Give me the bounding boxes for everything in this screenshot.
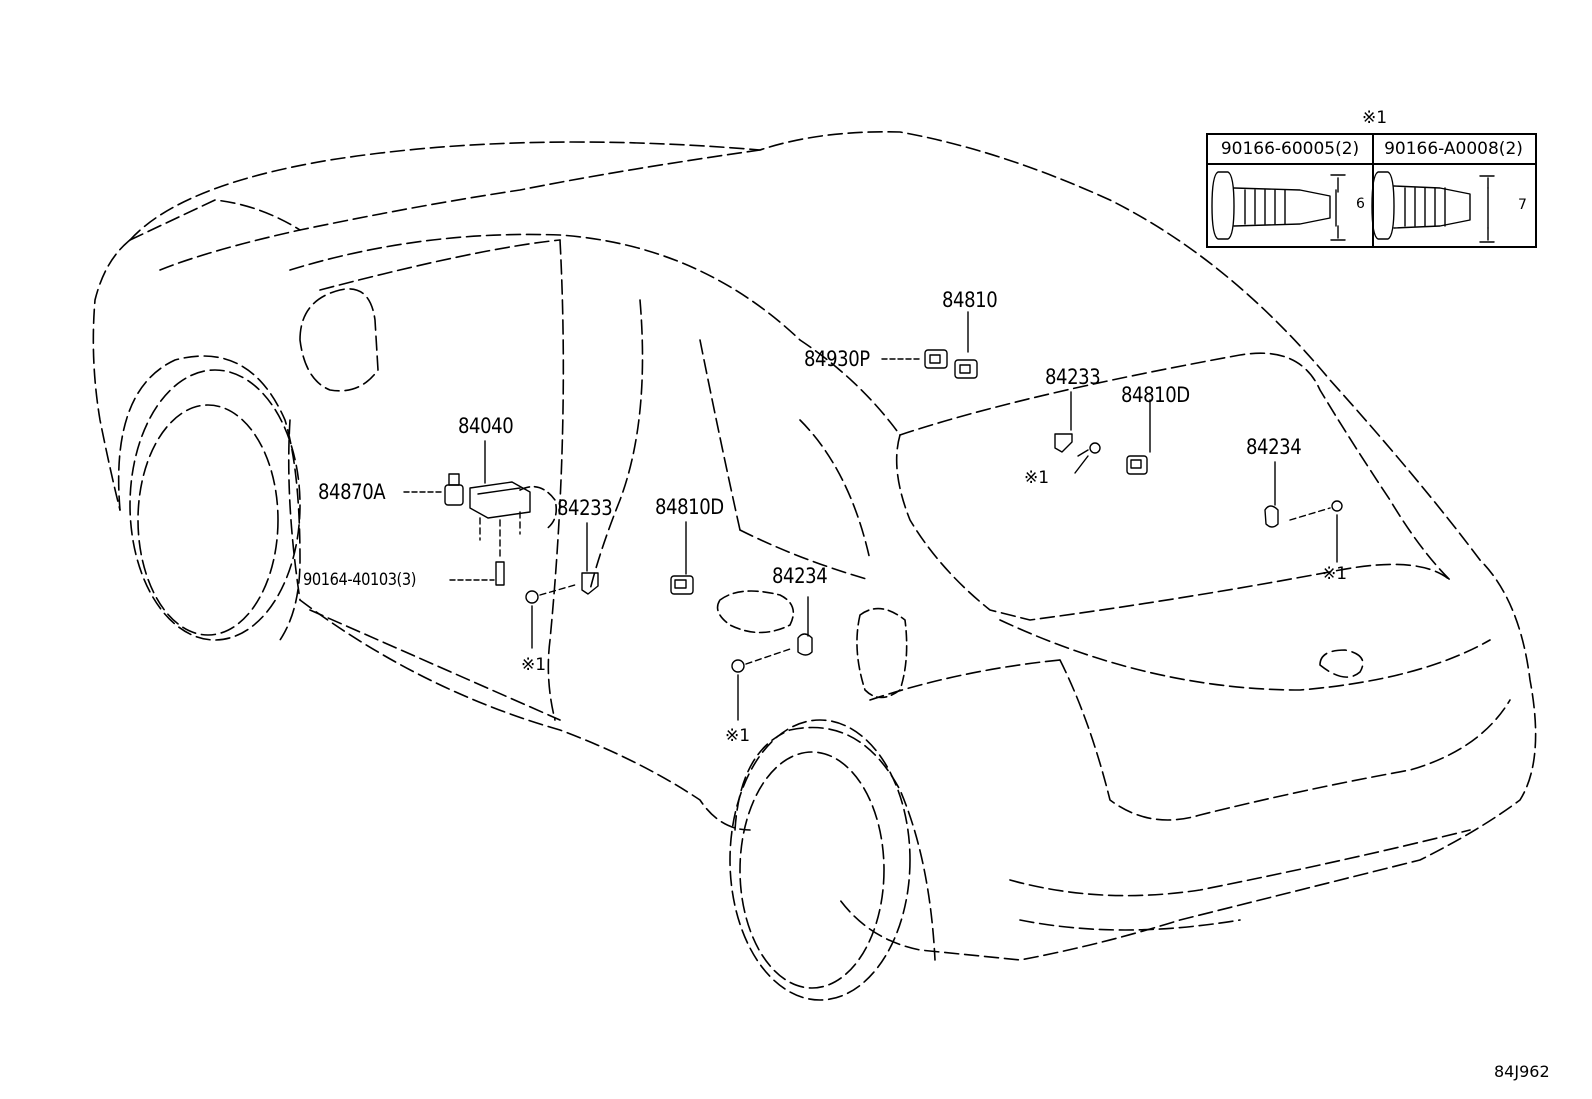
diagram-reference-id: 84J962 xyxy=(1494,1062,1550,1081)
legend-marker: ※1 xyxy=(1362,108,1388,128)
callout-84040: 84040 xyxy=(458,414,514,438)
part-84040-icon xyxy=(469,481,531,586)
callout-84870A: 84870A xyxy=(318,480,386,504)
part-84930P-icon xyxy=(924,349,978,379)
legend-column-1: 90166-60005(2) 6 xyxy=(1208,135,1374,246)
car-body-outline xyxy=(92,131,1537,961)
part-84234-right-icon xyxy=(1264,500,1343,528)
callout-84234-left: 84234 xyxy=(772,564,828,588)
legend-dimension-2: 7 xyxy=(1518,197,1527,213)
note-marker-4: ※1 xyxy=(725,726,751,746)
wheel-outlines xyxy=(117,355,936,1001)
part-84870A-icon xyxy=(444,473,464,506)
callout-84234-right: 84234 xyxy=(1246,435,1302,459)
note-marker-2: ※1 xyxy=(1322,564,1348,584)
part-84810D-left-icon xyxy=(670,575,694,595)
door-handle xyxy=(519,485,908,699)
callout-84810D-right: 84810D xyxy=(1121,383,1190,407)
legend-screw-illustrations xyxy=(1211,171,1495,243)
part-84233-right-icon xyxy=(1054,433,1101,457)
part-84234-left-icon xyxy=(731,633,813,673)
callout-84810: 84810 xyxy=(942,288,998,312)
callout-90164-40103: 90164-40103(3) xyxy=(303,570,416,590)
callout-84810D-left: 84810D xyxy=(655,495,724,519)
note-marker-1: ※1 xyxy=(1024,468,1050,488)
callout-84930P: 84930P xyxy=(804,347,870,371)
leader-lines xyxy=(403,311,1338,721)
callout-84233-left: 84233 xyxy=(557,496,613,520)
part-84233-left-icon xyxy=(525,572,599,604)
note-marker-3: ※1 xyxy=(521,655,547,675)
callout-84233-right: 84233 xyxy=(1045,365,1101,389)
fastener-legend-table: 90166-60005(2) 6 90166-A0008(2) 7 xyxy=(1206,133,1537,248)
legend-dimension-1: 6 xyxy=(1356,196,1365,212)
legend-part-number-2: 90166-A0008(2) xyxy=(1372,135,1535,165)
part-84810D-right-icon xyxy=(1126,455,1148,475)
legend-part-number-1: 90166-60005(2) xyxy=(1208,135,1372,165)
legend-column-2: 90166-A0008(2) 7 xyxy=(1372,135,1535,246)
